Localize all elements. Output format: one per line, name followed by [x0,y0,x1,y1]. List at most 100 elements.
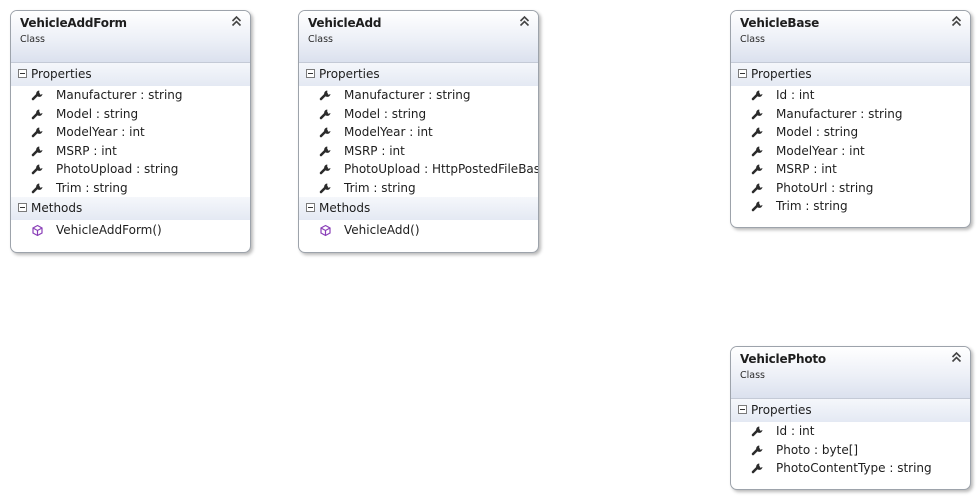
property-text: Trim : string [344,180,416,195]
properties-section-header[interactable]: Properties [11,63,250,86]
wrench-icon [751,183,763,193]
property-row[interactable]: Photo : byte[] [731,441,970,460]
property-row[interactable]: MSRP : int [299,142,538,161]
property-row[interactable]: Trim : string [299,179,538,198]
minus-box-icon[interactable] [18,203,27,212]
property-row[interactable]: Id : int [731,422,970,441]
property-text: PhotoUrl : string [776,180,874,195]
class-kind: Class [740,34,765,45]
property-row[interactable]: Manufacturer : string [11,86,250,105]
wrench-icon [751,164,763,175]
property-text: PhotoUpload : HttpPostedFileBase [344,162,539,176]
wrench-icon [751,146,763,156]
property-row[interactable]: Manufacturer : string [731,105,970,124]
property-text: Trim : string [56,180,128,195]
wrench-icon [319,90,331,101]
property-row[interactable]: PhotoUpload : string [11,160,250,179]
property-row[interactable]: MSRP : int [11,142,250,161]
property-row[interactable]: Trim : string [11,179,250,198]
class-header[interactable]: VehiclePhoto Class [731,347,970,399]
minus-box-icon[interactable] [306,69,315,78]
property-text: ModelYear : int [776,143,865,158]
class-box-vehiclebase[interactable]: VehicleBase Class Properties Id : int Ma… [730,10,971,228]
class-box-vehicleadd[interactable]: VehicleAdd Class Properties Manufacturer… [298,10,539,253]
properties-section-header[interactable]: Properties [731,63,970,86]
property-text: Model : string [56,106,139,121]
property-text: Photo : byte[] [776,442,859,457]
minus-box-icon[interactable] [18,69,27,78]
wrench-icon [751,201,763,212]
section-label: Methods [319,201,371,215]
property-row[interactable]: ModelYear : int [11,123,250,142]
method-text: VehicleAdd() [344,223,420,237]
property-row[interactable]: Model : string [731,123,970,142]
property-text: Manufacturer : string [344,88,471,102]
property-row[interactable]: Id : int [731,86,970,105]
property-row[interactable]: MSRP : int [731,160,970,179]
double-chevron-up-icon[interactable] [231,15,242,27]
section-label: Properties [319,67,380,81]
section-label: Methods [31,201,83,215]
section-label: Properties [751,403,812,417]
property-text: Model : string [344,106,427,121]
class-kind: Class [308,34,333,45]
properties-section-header[interactable]: Properties [299,63,538,86]
property-row[interactable]: PhotoUpload : HttpPostedFileBase [299,160,538,179]
class-name: VehicleAdd [308,16,382,30]
class-box-vehiclephoto[interactable]: VehiclePhoto Class Properties Id : int P… [730,346,971,490]
methods-section-header[interactable]: Methods [299,197,538,220]
property-row[interactable]: Trim : string [731,197,970,216]
property-row[interactable]: ModelYear : int [299,123,538,142]
property-row[interactable]: PhotoContentType : string [731,459,970,478]
properties-section-header[interactable]: Properties [731,399,970,422]
minus-box-icon[interactable] [306,203,315,212]
class-header[interactable]: VehicleAddForm Class [11,11,250,63]
property-text: PhotoContentType : string [776,461,932,475]
property-text: ModelYear : int [56,125,145,139]
double-chevron-up-icon[interactable] [951,15,962,27]
property-text: Manufacturer : string [776,106,903,121]
property-row[interactable]: Model : string [299,105,538,124]
wrench-icon [751,445,763,455]
property-text: ModelYear : int [344,125,433,139]
property-row[interactable]: Model : string [11,105,250,124]
class-kind: Class [20,34,45,45]
methods-section-header[interactable]: Methods [11,197,250,220]
wrench-icon [31,90,43,101]
wrench-icon [319,183,331,193]
wrench-icon [751,426,763,437]
wrench-icon [31,109,43,119]
wrench-icon [31,183,43,193]
wrench-icon [751,90,763,101]
double-chevron-up-icon[interactable] [519,15,530,27]
property-text: MSRP : int [344,143,405,158]
wrench-icon [319,127,331,138]
property-text: Id : int [776,88,815,102]
section-label: Properties [751,67,812,81]
property-text: Trim : string [776,199,848,213]
wrench-icon [31,127,43,138]
property-row[interactable]: ModelYear : int [731,142,970,161]
class-header[interactable]: VehicleBase Class [731,11,970,63]
property-row[interactable]: Manufacturer : string [299,86,538,105]
class-name: VehicleBase [740,16,820,30]
property-row[interactable]: PhotoUrl : string [731,179,970,198]
property-text: PhotoUpload : string [56,162,179,176]
class-name: VehiclePhoto [740,352,826,366]
class-kind: Class [740,370,765,381]
method-row[interactable]: VehicleAddForm() [11,221,250,240]
wrench-icon [31,146,43,156]
wrench-icon [31,164,43,175]
double-chevron-up-icon[interactable] [951,351,962,363]
minus-box-icon[interactable] [738,405,747,414]
wrench-icon [319,146,331,156]
method-row[interactable]: VehicleAdd() [299,221,538,240]
wrench-icon [319,164,331,175]
class-box-vehicleaddform[interactable]: VehicleAddForm Class Properties Manufact… [10,10,251,253]
class-header[interactable]: VehicleAdd Class [299,11,538,63]
wrench-icon [319,109,331,119]
minus-box-icon[interactable] [738,69,747,78]
method-cube-icon [32,224,43,237]
wrench-icon [751,463,763,474]
property-text: Model : string [776,125,859,139]
